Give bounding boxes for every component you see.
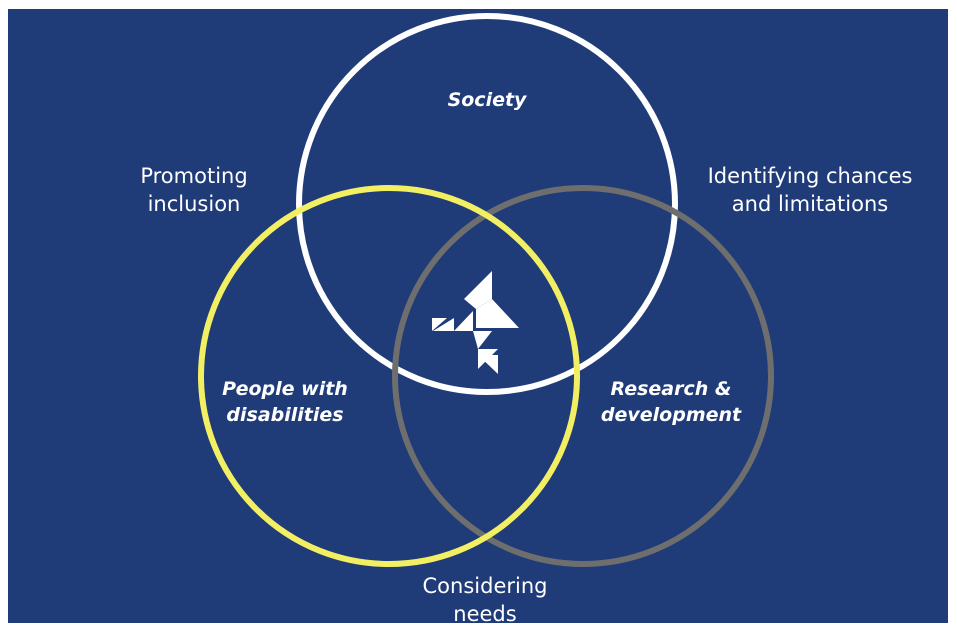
research-circle bbox=[392, 185, 774, 567]
society-circle bbox=[296, 13, 678, 395]
research-title-line-1: Research & bbox=[610, 378, 732, 400]
promoting-inclusion-label: Promoting inclusion bbox=[140, 162, 247, 218]
venn-diagram-canvas: Society People with disabilities Researc… bbox=[8, 9, 948, 623]
venn-diagram-circles bbox=[198, 13, 774, 567]
identifying-chances-line-2: and limitations bbox=[731, 192, 889, 216]
identifying-chances-label: Identifying chances and limitations bbox=[708, 162, 913, 218]
considering-needs-line-2: needs bbox=[453, 602, 517, 623]
people-title-line-2: disabilities bbox=[226, 404, 344, 426]
promoting-inclusion-line-1: Promoting bbox=[140, 164, 248, 188]
people-with-disabilities-title: People with disabilities bbox=[222, 376, 348, 428]
research-development-title: Research & development bbox=[601, 376, 741, 428]
society-title: Society bbox=[448, 87, 527, 113]
triangle-mosaic-logo-icon bbox=[432, 271, 519, 374]
research-title-line-2: development bbox=[600, 404, 742, 426]
society-title-text: Society bbox=[447, 89, 527, 111]
people-with-disabilities-circle bbox=[198, 185, 580, 567]
promoting-inclusion-line-2: inclusion bbox=[147, 192, 241, 216]
people-title-line-1: People with bbox=[222, 378, 348, 400]
considering-needs-line-1: Considering bbox=[422, 574, 548, 598]
considering-needs-label: Considering needs bbox=[423, 572, 548, 623]
identifying-chances-line-1: Identifying chances bbox=[707, 164, 913, 188]
